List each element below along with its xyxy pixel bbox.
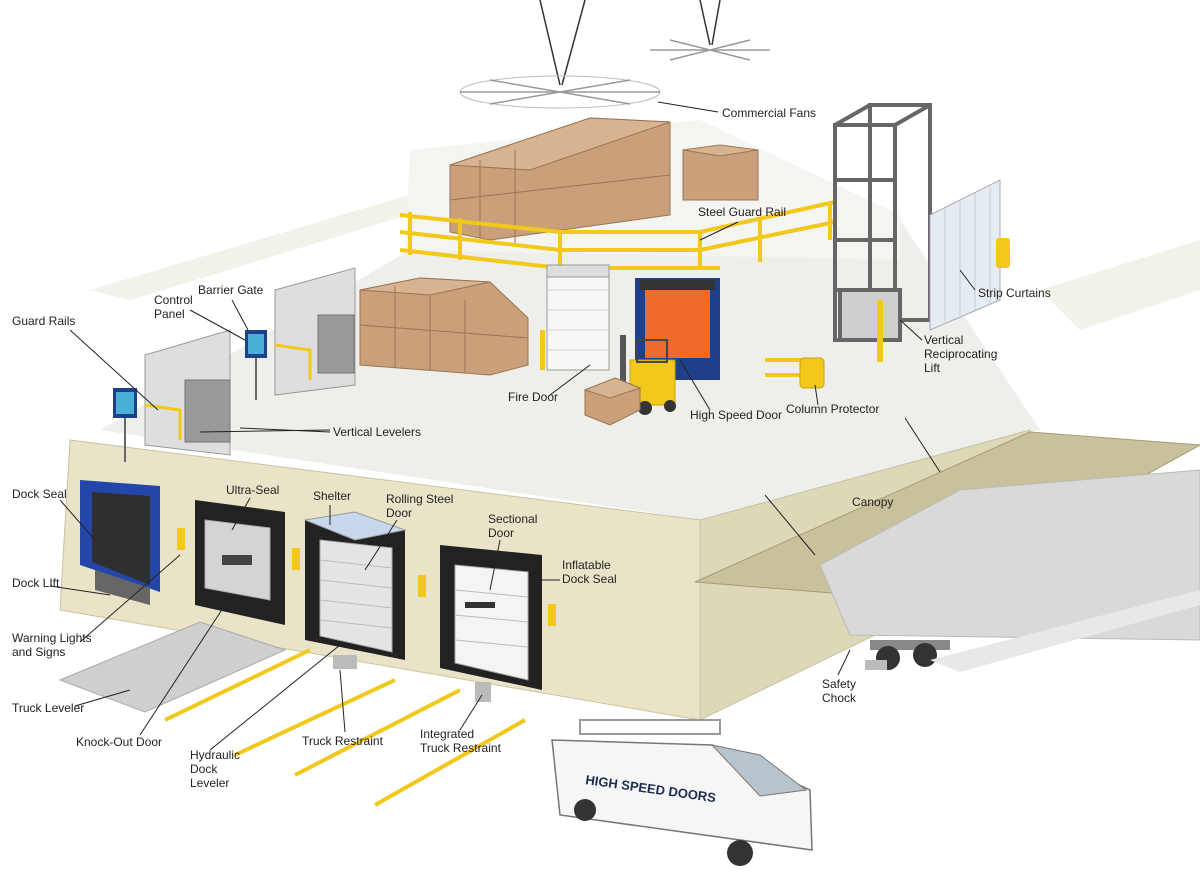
label-truck-leveler: Truck Leveler — [12, 701, 85, 715]
column-protector — [765, 300, 883, 389]
label-inflatable-dock-seal: Inflatable Dock Seal — [562, 558, 617, 586]
label-sectional-door: Sectional Door — [488, 512, 538, 540]
floor-lane-lines — [164, 648, 526, 807]
label-shelter: Shelter — [313, 489, 352, 503]
box-stack-upper — [449, 117, 759, 243]
label-steel-guard-rail: Steel Guard Rail — [698, 205, 787, 219]
label-rolling-steel-door: Rolling Steel Door — [386, 492, 454, 520]
label-high-speed-door: High Speed Door — [690, 408, 783, 422]
vertical-leveler-2 — [245, 267, 356, 400]
ground-band-right — [1040, 240, 1200, 330]
box-stack-middle — [359, 277, 529, 376]
strip-curtains — [929, 179, 1010, 331]
label-column-protector: Column Protector — [786, 402, 880, 416]
safety-chock — [865, 660, 887, 670]
label-hydraulic-dock-leveler: Hydraulic Dock Leveler — [190, 748, 241, 790]
sectional-door — [454, 564, 529, 681]
integrated-truck-restraint-device — [475, 682, 491, 702]
dock-seal — [80, 480, 160, 605]
vertical-reciprocating-lift — [833, 103, 932, 342]
label-safety-chock: Safety Chock — [822, 677, 857, 705]
label-warning-lights-signs: Warning Lights and Signs — [12, 631, 92, 659]
truck-restraint-device — [333, 655, 357, 669]
vertical-leveler-1 — [113, 329, 231, 462]
label-strip-curtains: Strip Curtains — [978, 286, 1051, 300]
leader-lines — [49, 101, 976, 751]
trailer — [819, 469, 1200, 672]
label-ultra-seal: Ultra-Seal — [226, 483, 280, 497]
label-vertical-reciprocating-lift: Vertical Reciprocating Lift — [924, 333, 998, 375]
commercial-fan-1 — [459, 0, 661, 109]
label-barrier-gate: Barrier Gate — [198, 283, 264, 297]
label-vertical-levelers: Vertical Levelers — [333, 425, 422, 439]
label-canopy: Canopy — [852, 495, 894, 509]
label-dock-lift: Dock LIft — [12, 576, 60, 590]
van: HIGH SPEED DOORS — [551, 719, 813, 866]
truck-leveler — [58, 621, 287, 713]
label-commercial-fans: Commercial Fans — [722, 106, 817, 120]
label-dock-seal: Dock Seal — [12, 487, 67, 501]
fire-door — [540, 264, 610, 371]
label-control-panel: Control Panel — [154, 293, 193, 321]
label-truck-restraint: Truck Restraint — [302, 734, 383, 748]
commercial-fan-2 — [650, 0, 770, 61]
label-knock-out-door: Knock-Out Door — [76, 735, 163, 749]
rolling-steel-door — [319, 539, 393, 653]
label-integrated-truck-restraint: Integrated Truck Restraint — [420, 727, 501, 755]
label-fire-door: Fire Door — [508, 390, 559, 404]
label-guard-rails: Guard Rails — [12, 314, 76, 328]
forklift — [583, 335, 676, 426]
ultra-seal — [195, 500, 285, 625]
warning-lights — [177, 528, 556, 626]
